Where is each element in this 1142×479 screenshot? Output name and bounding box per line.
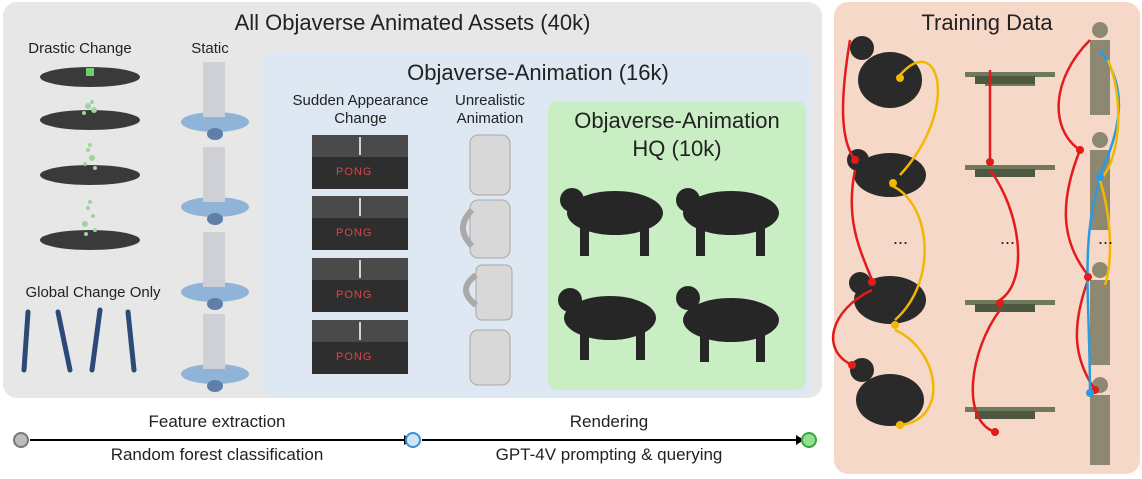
pipeline-step1-line1: Feature extraction [148, 412, 286, 431]
sudden-appearance-label-1: Sudden Appearance [292, 92, 429, 109]
pipeline-step2-line2: GPT-4V prompting & querying [495, 445, 723, 464]
pong-label-2: PONG [336, 227, 373, 239]
pipeline-step1-line2: Random forest classification [110, 445, 324, 464]
animation-title: Objaverse-Animation (16k) [407, 60, 669, 85]
unrealistic-label-2: Animation [456, 110, 524, 127]
building-platform-icon [181, 62, 249, 392]
pipeline-step2-line1: Rendering [569, 412, 649, 431]
ellipsis-3: ... [1098, 228, 1114, 248]
pong-label-4: PONG [336, 351, 373, 363]
pipeline-node-start [13, 432, 29, 448]
static-label: Static [191, 40, 229, 57]
training-title: Training Data [921, 10, 1053, 35]
sudden-appearance-label-2: Change [334, 110, 387, 127]
hq-title-line1: Objaverse-Animation [574, 108, 780, 133]
bear-icon [558, 188, 779, 362]
flow-arrows [831, 39, 1121, 434]
pong-label-1: PONG [336, 166, 373, 178]
pipeline-node-end [801, 432, 817, 448]
flow-dots [848, 74, 1104, 436]
mug-icon [460, 134, 513, 386]
stick-icon [21, 307, 137, 373]
unrealistic-label-1: Unrealistic [454, 92, 526, 109]
drastic-change-label: Drastic Change [28, 40, 132, 57]
soldier-icon [1090, 22, 1110, 465]
ellipsis-2: ... [1000, 228, 1016, 248]
pipeline-node-middle [405, 432, 421, 448]
drastic-change-sequence [40, 67, 140, 250]
global-change-label: Global Change Only [25, 284, 161, 301]
spark-object-icon [86, 68, 94, 76]
pong-label-3: PONG [336, 289, 373, 301]
all-assets-title: All Objaverse Animated Assets (40k) [234, 10, 591, 35]
hq-title-line2: HQ (10k) [632, 136, 722, 161]
pong-table-icon [312, 135, 408, 374]
ellipsis-1: ... [893, 228, 909, 248]
airplane-icon [965, 72, 1055, 419]
